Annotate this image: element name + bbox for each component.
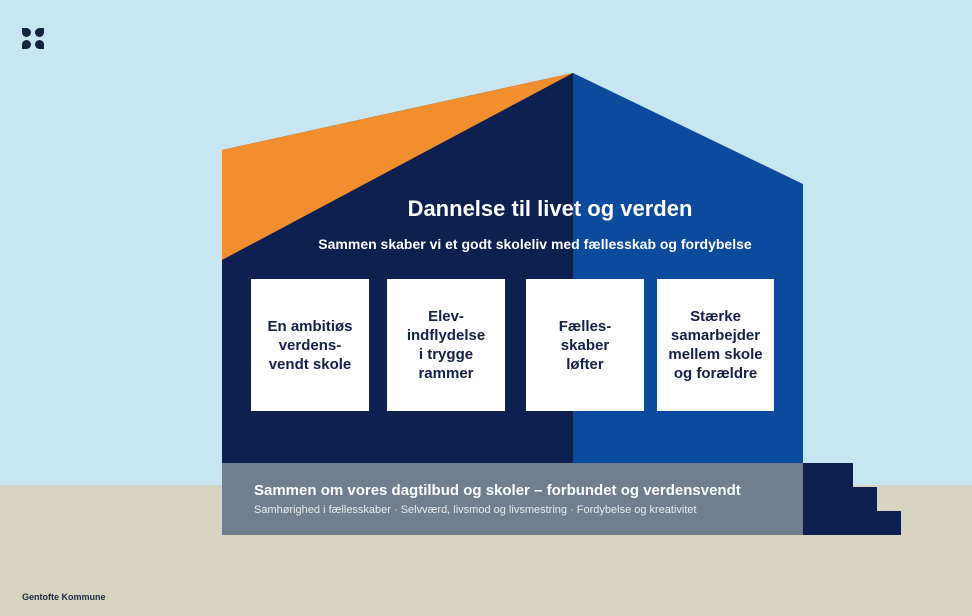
- pillar-label: Elev- indflydelse i trygge rammer: [406, 308, 486, 382]
- roof-accent: [222, 73, 573, 260]
- house-subtitle: Sammen skaber vi et godt skoleliv med fæ…: [318, 236, 752, 252]
- foundation-subtitle: Samhørighed i fællesskaber · Selvværd, l…: [254, 504, 697, 516]
- pillar-student-influence: Elev- indflydelse i trygge rammer: [387, 279, 505, 411]
- stair-step: [877, 511, 901, 535]
- foundation: [222, 463, 803, 535]
- pillar-label: En ambitiøs verdens- vendt skole: [267, 317, 353, 373]
- stair-step: [853, 487, 877, 535]
- stair-step: [803, 463, 853, 535]
- pillar-ambitious-school: En ambitiøs verdens- vendt skole: [251, 279, 369, 411]
- foundation-title: Sammen om vores dagtilbud og skoler – fo…: [254, 482, 741, 499]
- pillar-label: Stærke samarbejder mellem skole og foræl…: [668, 308, 763, 382]
- house-title: Dannelse til livet og verden: [407, 196, 693, 221]
- footer-brand: Gentofte Kommune: [22, 592, 106, 602]
- pillar-communities: Fælles- skaber løfter: [526, 279, 644, 411]
- pillar-label: Fælles- skaber løfter: [558, 317, 612, 373]
- clover-logo-icon: [22, 28, 46, 50]
- pillar-collaboration: Stærke samarbejder mellem skole og foræl…: [657, 279, 774, 411]
